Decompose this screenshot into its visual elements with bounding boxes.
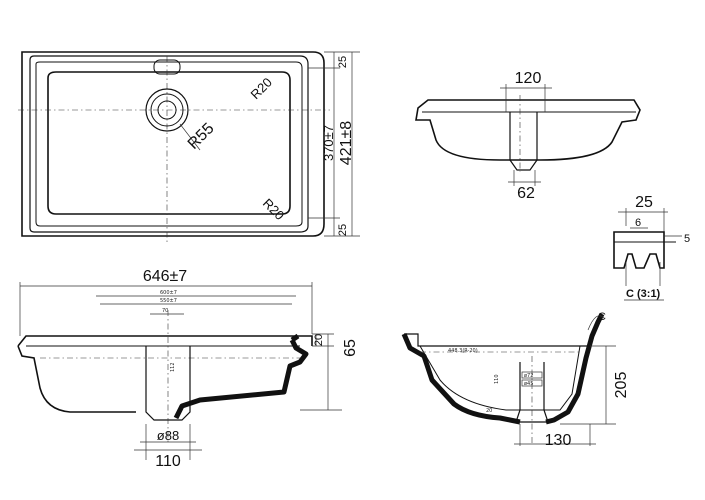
radius-drain-label: R55: [185, 120, 218, 153]
detail-c-callout: C: [598, 311, 606, 323]
height-label: 65: [342, 339, 359, 357]
bowl-outline: [47, 71, 291, 215]
radius-top-label: R20: [248, 75, 275, 102]
length-label: 646±7: [143, 268, 187, 285]
depth-note-label: 110: [494, 374, 500, 384]
side-section: 448.3(R-20) ø72 ø45 110 20 C 205 130: [401, 311, 630, 449]
overflow-slot: [153, 59, 181, 75]
drain-mid: [150, 93, 184, 127]
top-width-label: 120: [515, 70, 542, 87]
drain-tail: [509, 112, 538, 171]
side-drain-box-2: [521, 379, 543, 387]
overall-width-label: 421±8: [338, 121, 355, 165]
front-outer-wall: [17, 335, 313, 413]
sub-dim-2-label: 550±7: [160, 298, 177, 304]
radius-bottom-label: R20: [260, 196, 287, 223]
side-bowl-inner: [419, 345, 581, 411]
small-note-label: 20: [486, 408, 492, 414]
detail-profile: [613, 231, 665, 269]
detail-c: 25 6 5 C (3:1): [613, 194, 690, 301]
inner-dim-2-label: ø45: [524, 381, 533, 387]
bottom-width-label: 62: [517, 185, 535, 202]
side-drain: [515, 362, 549, 423]
side-profile-outline: [415, 99, 641, 161]
side-section-wall-left: [401, 333, 521, 425]
side-section-wall-right: [545, 312, 605, 425]
basin-outer-outline: [21, 51, 325, 237]
drain-top-label: 70: [162, 308, 168, 314]
side-view-small: 120 62: [415, 70, 641, 202]
inner-dim-1-label: ø72: [524, 373, 533, 379]
top-view: R20 R55 R20 25 25 370±7 421±8: [18, 51, 360, 242]
detail-inner-dim: 6: [635, 217, 641, 229]
rim-height-label: 20: [313, 334, 325, 346]
detail-c-leader: [587, 315, 605, 331]
basin-rim-outline: [29, 55, 309, 233]
rim-note-label: 448.3(R-20): [448, 348, 478, 354]
drain-inner: [157, 100, 177, 120]
drain-outer: [145, 88, 189, 132]
detail-label: C (3:1): [626, 288, 661, 300]
inner-length-label: 370±7: [321, 125, 336, 161]
drain-dia-label: ø88: [157, 428, 179, 443]
r55-leader: [179, 123, 201, 151]
detail-side-dim: 5: [684, 233, 690, 245]
front-section: 646±7 600±7 550±7 70 112 20 65 ø88 11: [17, 268, 359, 470]
drain-width-label: 110: [155, 453, 181, 470]
edge-bottom-label: 25: [337, 224, 349, 236]
basin-rim-inner: [35, 61, 303, 227]
side-base-label: 130: [545, 432, 572, 449]
side-drain-box-1: [521, 371, 543, 379]
front-rim-lip: [290, 333, 300, 343]
front-section-wall: [173, 338, 309, 420]
side-rim: [404, 333, 588, 347]
side-height-label: 205: [613, 372, 630, 399]
sub-dim-1-label: 600±7: [160, 290, 177, 296]
drain-depth-label: 112: [170, 362, 176, 372]
detail-top-dim: 25: [635, 194, 653, 211]
edge-top-label: 25: [337, 56, 349, 68]
